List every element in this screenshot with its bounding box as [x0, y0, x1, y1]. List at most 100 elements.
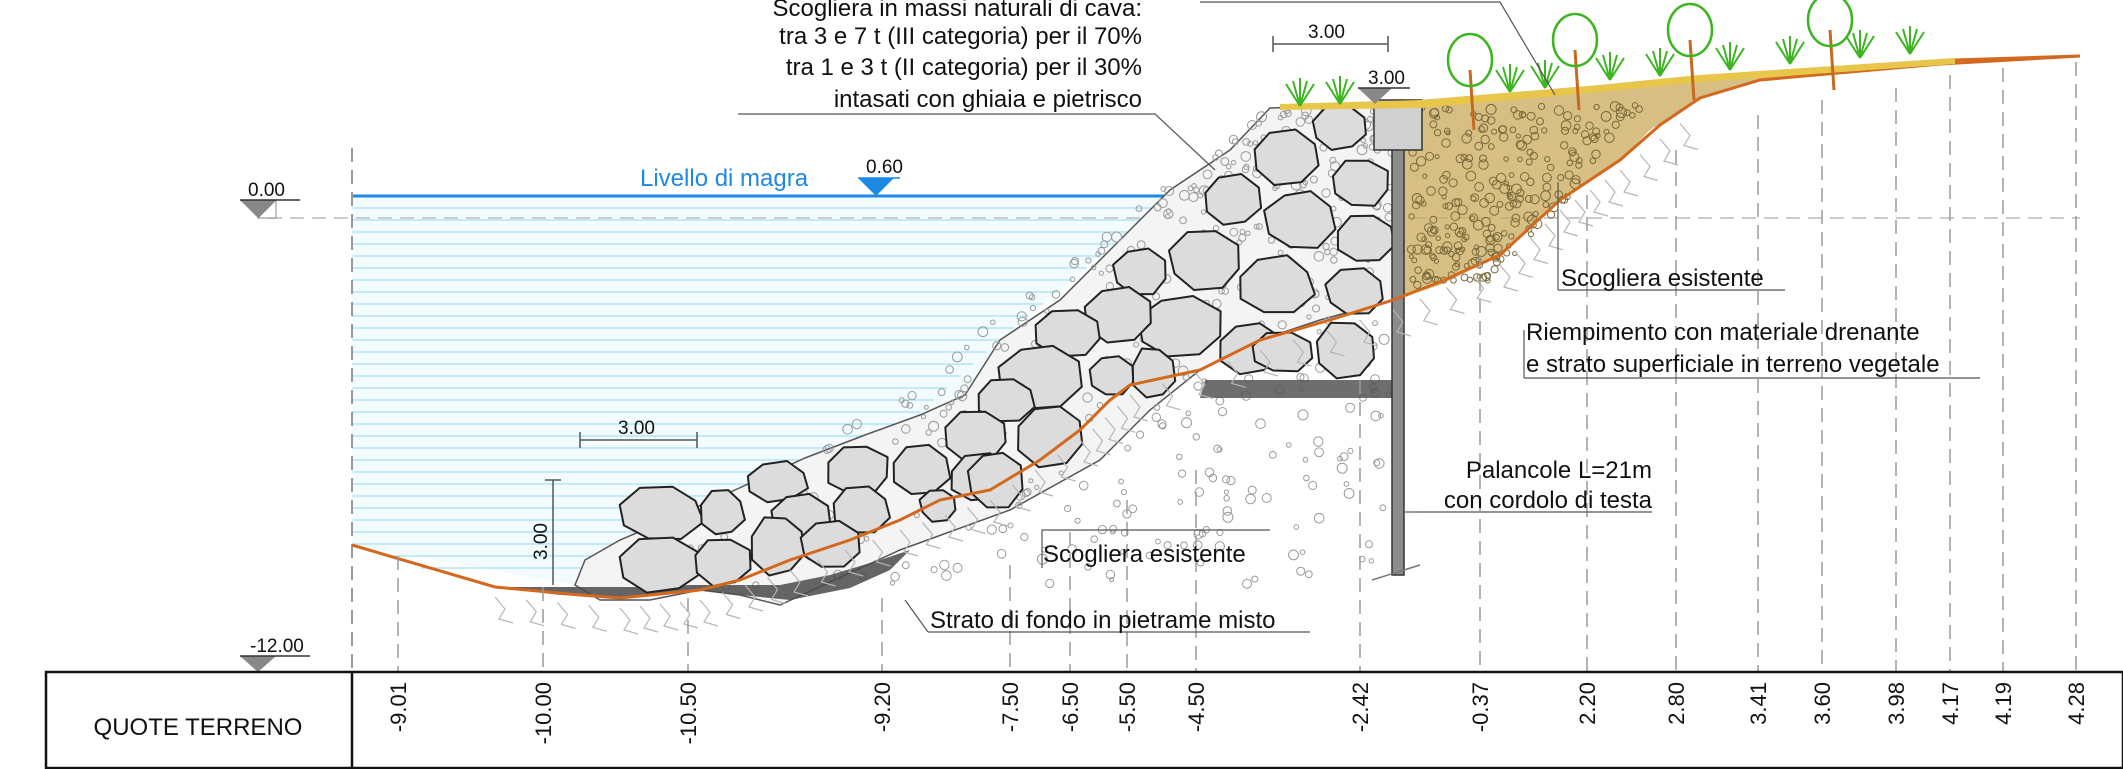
gravel-stone	[1242, 138, 1251, 146]
fill-grain	[1508, 172, 1515, 178]
fill-grain	[1408, 254, 1414, 260]
fill-grain	[1443, 127, 1451, 135]
gravel-stone	[1255, 418, 1266, 430]
ground-level-value: 2.20	[1575, 682, 1600, 725]
gravel-stone	[1155, 538, 1161, 545]
fill-grain	[1485, 234, 1496, 246]
ground-hatch-mark	[1574, 199, 1594, 227]
fill-grain	[1465, 129, 1473, 137]
boulder	[1034, 309, 1101, 358]
gravel-stone	[1064, 504, 1072, 513]
fill-grain	[1411, 257, 1418, 264]
ground-level-value: -9.20	[870, 682, 895, 732]
gravel-stone	[1347, 447, 1354, 454]
grass-blade	[1530, 65, 1546, 89]
gravel-stone	[1045, 578, 1055, 589]
ground-hatch-mark	[1559, 209, 1579, 237]
existing-riprap-lower: Scogliera esistente	[1043, 541, 1246, 568]
ground-hatch-mark	[1259, 349, 1279, 377]
gravel-stone	[1284, 109, 1292, 118]
gravel-stone	[1164, 213, 1171, 220]
grass-blade	[1902, 28, 1911, 55]
ground-hatch-mark	[1499, 264, 1519, 292]
fill-grain	[1433, 258, 1440, 264]
gravel-stone	[901, 424, 911, 434]
gravel-stone	[1105, 569, 1116, 580]
ground-hatch-mark	[1292, 339, 1312, 367]
grass-blade	[1789, 38, 1798, 65]
gravel-stone	[1343, 481, 1350, 487]
fill-grain	[1414, 266, 1422, 275]
fill-grain	[1489, 205, 1500, 216]
ground-hatch-mark	[659, 603, 679, 631]
fill-grain	[1457, 204, 1468, 216]
gravel-stone	[977, 326, 989, 338]
bench-stone-layer	[1200, 380, 1393, 398]
fill-grain	[1526, 111, 1536, 121]
fill-grain	[1442, 170, 1451, 180]
fill-grain	[1520, 172, 1530, 182]
fill-grain	[1591, 149, 1601, 159]
grass-blade	[1652, 50, 1661, 77]
ground-level-value: -7.50	[998, 682, 1023, 732]
gravel-stone	[1185, 410, 1192, 417]
boulder	[700, 489, 746, 536]
fill-grain	[1492, 232, 1503, 243]
fill-grain	[1487, 143, 1495, 150]
gravel-stone	[1208, 473, 1218, 483]
ground-hatch-mark	[1619, 169, 1639, 197]
ground-hatch-mark	[639, 605, 659, 633]
ground-hatch-mark	[1419, 298, 1438, 326]
gravel-stone	[1109, 577, 1115, 583]
fill-grain	[1560, 120, 1572, 131]
grass-blade	[1495, 69, 1511, 93]
gravel-stone	[1356, 144, 1368, 156]
leader-lines	[738, 1, 1980, 633]
gravel-stone	[1241, 165, 1250, 174]
fill-grain	[1560, 141, 1569, 150]
boulder	[966, 451, 1024, 509]
gravel-stone	[1215, 149, 1223, 158]
gravel-stone	[1029, 305, 1037, 312]
grass-blade	[1285, 83, 1301, 107]
crest-width-label: 3.00	[1308, 22, 1345, 43]
ground-hatch-mark	[1104, 417, 1124, 445]
datum-bottom-marker: -12.00	[240, 636, 310, 672]
gravel-stone	[920, 414, 927, 420]
gravel-stone	[907, 391, 917, 401]
gravel-stone	[1304, 115, 1314, 125]
grass-blade	[1775, 41, 1791, 65]
gravel-stone	[1078, 480, 1089, 491]
gravel-stone	[1373, 459, 1381, 467]
gravel-stone	[1157, 419, 1167, 429]
grass-blade	[1544, 65, 1560, 89]
ground-level-value: -4.50	[1184, 682, 1209, 732]
boulder	[1315, 321, 1375, 380]
low-water-label: Livello di magra	[640, 165, 809, 192]
gravel-stone	[1097, 246, 1106, 255]
gravel-stone	[1336, 462, 1348, 474]
gravel-stone	[1196, 558, 1205, 567]
tree-trunk	[1688, 39, 1696, 101]
gravel-stone	[1251, 575, 1259, 583]
fill-grain	[1445, 202, 1453, 211]
ground-level-value: 2.80	[1664, 682, 1689, 725]
ground-hatch-mark	[557, 602, 576, 630]
fill-grain	[1441, 194, 1447, 200]
gravel-stone	[1302, 180, 1309, 186]
fill-grain	[1525, 158, 1533, 166]
gravel-stone	[1253, 223, 1260, 230]
ground-hatch-mark	[1129, 394, 1149, 422]
fill-grain	[1471, 247, 1480, 256]
fill-grain	[1429, 215, 1438, 224]
fill-grain	[1508, 233, 1515, 240]
ground-hatch-mark	[1472, 275, 1492, 303]
fill-grain	[1615, 112, 1625, 122]
grass-blade	[1509, 66, 1518, 93]
gravel-stone	[990, 319, 996, 326]
gravel-stone	[1074, 517, 1081, 524]
gravel-stone	[1308, 480, 1318, 490]
station-lines	[397, 62, 2077, 672]
gravel-stone	[1145, 551, 1154, 560]
fill-grain	[1487, 223, 1496, 232]
